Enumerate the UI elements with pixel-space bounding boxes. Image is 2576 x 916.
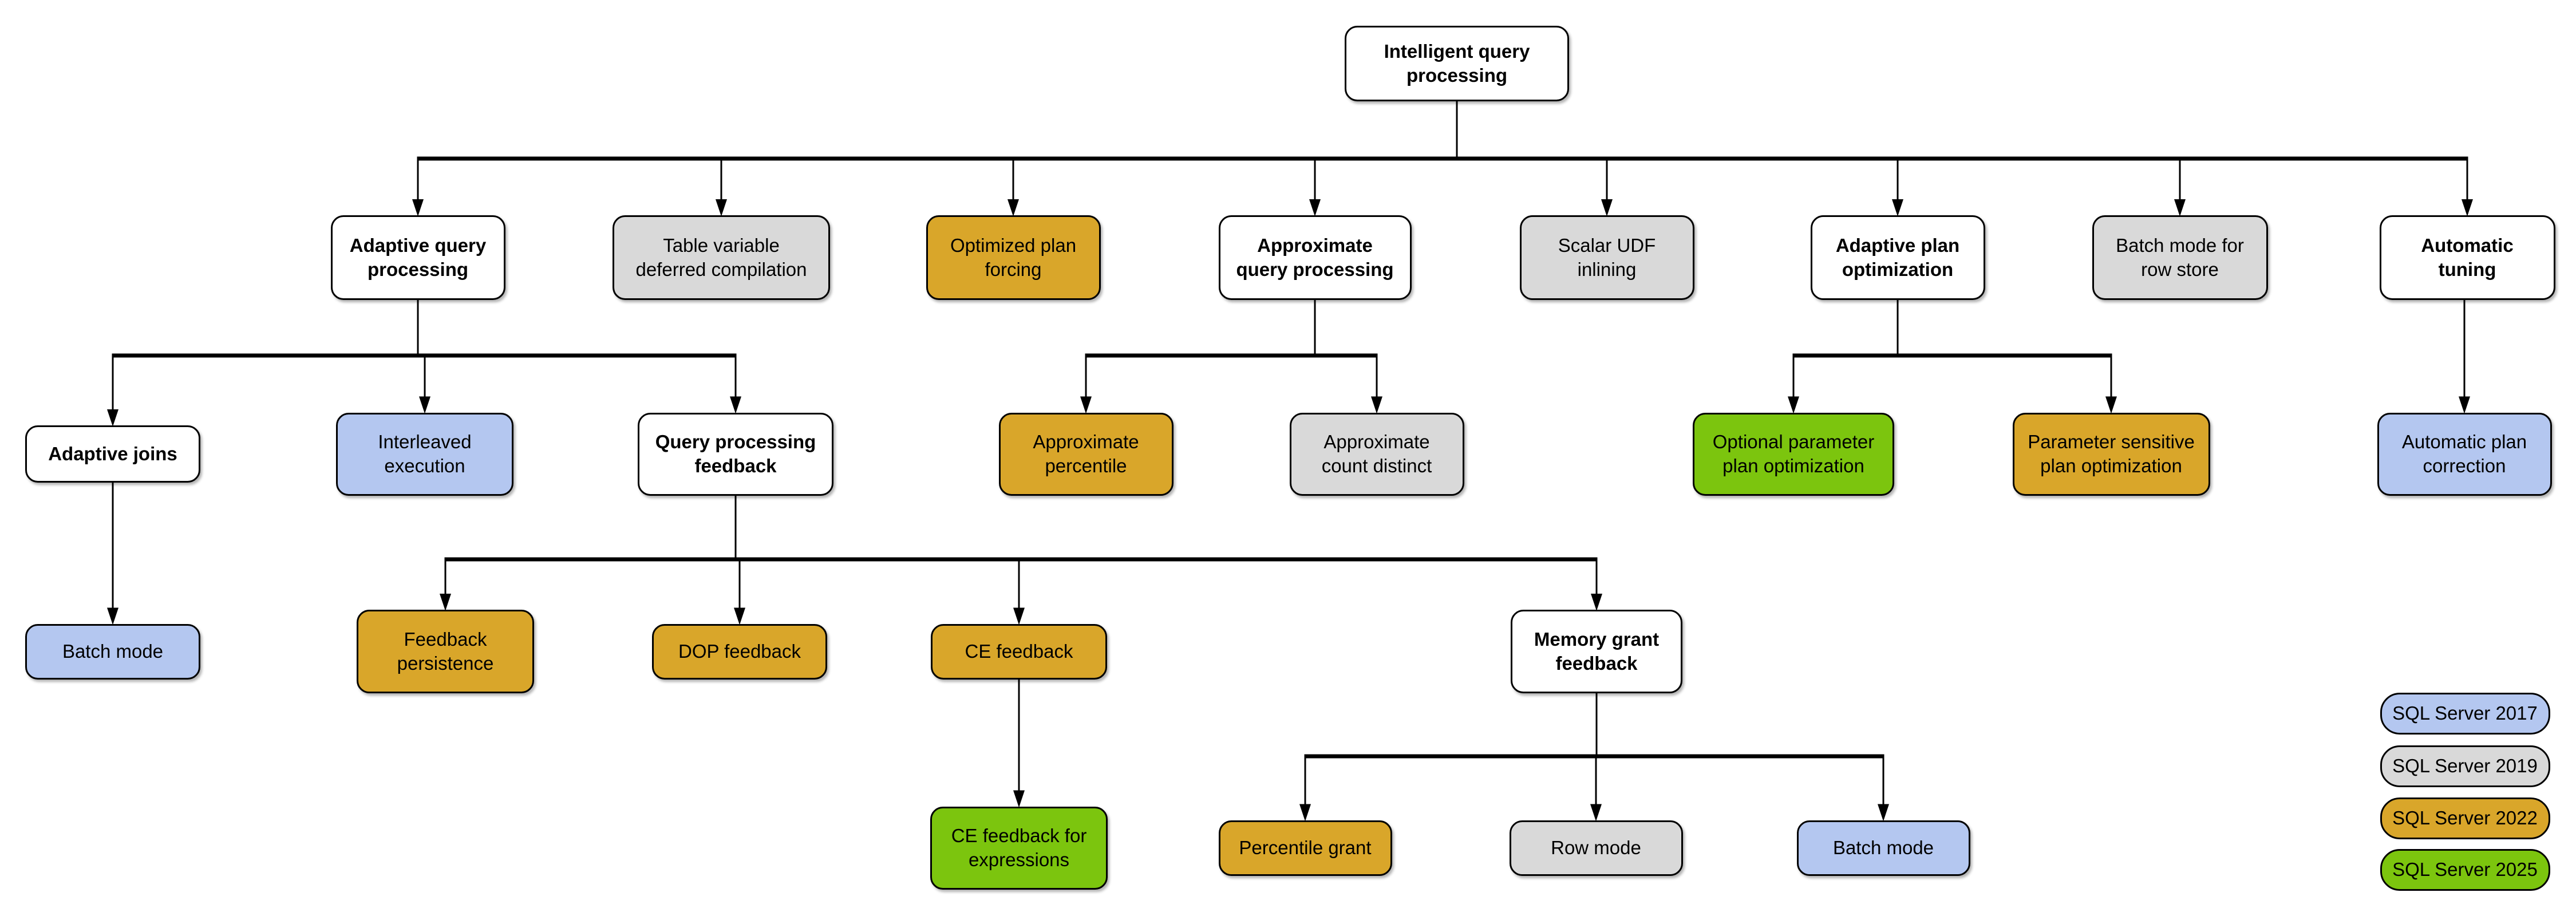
arrowhead-icon — [1013, 790, 1025, 808]
node-ce-feedback: CE feedback — [931, 623, 1107, 680]
arrowhead-icon — [1299, 804, 1311, 822]
arrowhead-icon — [107, 607, 118, 625]
arrowhead-icon — [730, 396, 741, 414]
node-batch-mode-for-row-store: Batch mode for row store — [2092, 215, 2268, 300]
arrowhead-icon — [1788, 396, 1799, 414]
node-scalar-udf-inlining: Scalar UDF inlining — [1519, 215, 1694, 300]
node-optional-parameter-plan-optimization: Optional parameter plan optimization — [1693, 412, 1894, 496]
node-table-variable-deferred-compilation: Table variable deferred compilation — [613, 215, 830, 300]
arrowhead-icon — [1878, 804, 1889, 822]
arrowhead-icon — [1080, 396, 1092, 414]
node-optimized-plan-forcing: Optimized plan forcing — [926, 215, 1101, 300]
legend-sql-server-2019: SQL Server 2019 — [2380, 745, 2550, 787]
node-percentile-grant: Percentile grant — [1218, 820, 1392, 876]
node-adaptive-plan-optimization: Adaptive plan optimization — [1810, 215, 1985, 300]
arrowhead-icon — [419, 396, 430, 414]
arrowhead-icon — [2105, 396, 2117, 414]
node-row-mode: Row mode — [1509, 820, 1683, 876]
arrowhead-icon — [2174, 199, 2186, 216]
node-adaptive-joins: Adaptive joins — [25, 425, 200, 483]
node-automatic-tuning: Automatic tuning — [2379, 215, 2555, 300]
node-feedback-persistence: Feedback persistence — [357, 610, 534, 693]
arrowhead-icon — [2459, 396, 2470, 414]
node-interleaved-execution: Interleaved execution — [336, 412, 513, 496]
node-approximate-count-distinct: Approximate count distinct — [1289, 412, 1464, 496]
arrowhead-icon — [412, 199, 424, 216]
arrowhead-icon — [1892, 199, 1903, 216]
node-approximate-percentile: Approximate percentile — [998, 412, 1174, 496]
node-ce-feedback-for-expressions: CE feedback for expressions — [930, 806, 1108, 890]
node-adaptive-query-processing: Adaptive query processing — [330, 215, 505, 300]
arrowhead-icon — [1590, 804, 1602, 822]
node-automatic-plan-correction: Automatic plan correction — [2377, 412, 2552, 496]
arrowhead-icon — [440, 594, 451, 611]
node-memory-grant-feedback: Memory grant feedback — [1511, 610, 1682, 693]
arrowhead-icon — [1591, 594, 1602, 611]
arrowhead-icon — [1008, 199, 1019, 216]
node-dop-feedback: DOP feedback — [652, 623, 827, 680]
arrowhead-icon — [1013, 607, 1025, 625]
legend-sql-server-2017: SQL Server 2017 — [2380, 692, 2550, 735]
arrowhead-icon — [716, 199, 727, 216]
legend-sql-server-2022: SQL Server 2022 — [2380, 797, 2550, 839]
node-intelligent-query-processing: Intelligent query processing — [1345, 26, 1569, 101]
arrowhead-icon — [107, 409, 118, 427]
arrowhead-icon — [734, 607, 745, 625]
node-parameter-sensitive-plan-optimization: Parameter sensitive plan optimization — [2012, 412, 2210, 496]
arrowhead-icon — [1371, 396, 1382, 414]
node-batch-mode-memory-grant: Batch mode — [1796, 820, 1970, 876]
node-query-processing-feedback: Query processing feedback — [638, 412, 833, 496]
node-batch-mode-adaptive-joins: Batch mode — [25, 623, 200, 680]
arrowhead-icon — [1601, 199, 1613, 216]
legend-sql-server-2025: SQL Server 2025 — [2380, 848, 2550, 891]
arrowhead-icon — [2462, 199, 2473, 216]
node-approximate-query-processing: Approximate query processing — [1218, 215, 1412, 300]
arrowhead-icon — [1309, 199, 1321, 216]
